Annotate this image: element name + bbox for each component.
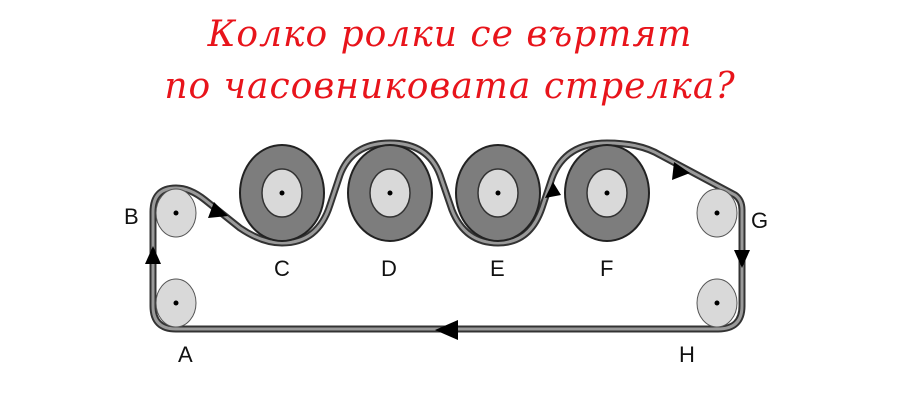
roller-h: [696, 278, 738, 328]
question-line-2: по часовниковата стрелка?: [164, 66, 736, 107]
roller-b: [155, 188, 197, 238]
roller-f: [564, 144, 650, 242]
label-h: H: [679, 342, 695, 367]
roller-d: [347, 144, 433, 242]
roller-g: [696, 188, 738, 238]
arrow-right-down-icon: [208, 202, 228, 218]
label-d: D: [381, 256, 397, 281]
roller-a: [155, 278, 197, 328]
arrow-up-icon: [145, 246, 161, 264]
arrow-right-down-icon: [672, 162, 690, 180]
belt: [149, 139, 746, 333]
label-f: F: [600, 256, 613, 281]
roller-c: [239, 144, 325, 242]
arrow-left-icon: [435, 320, 458, 340]
question-line-1: Колко ролки се въртят: [207, 14, 693, 55]
label-b: B: [124, 204, 139, 229]
arrow-down-icon: [734, 250, 750, 268]
label-e: E: [490, 256, 505, 281]
arrow-right-up-icon: [545, 182, 561, 198]
roller-e: [455, 144, 541, 242]
label-c: C: [274, 256, 290, 281]
label-g: G: [751, 208, 768, 233]
label-a: A: [178, 342, 193, 367]
